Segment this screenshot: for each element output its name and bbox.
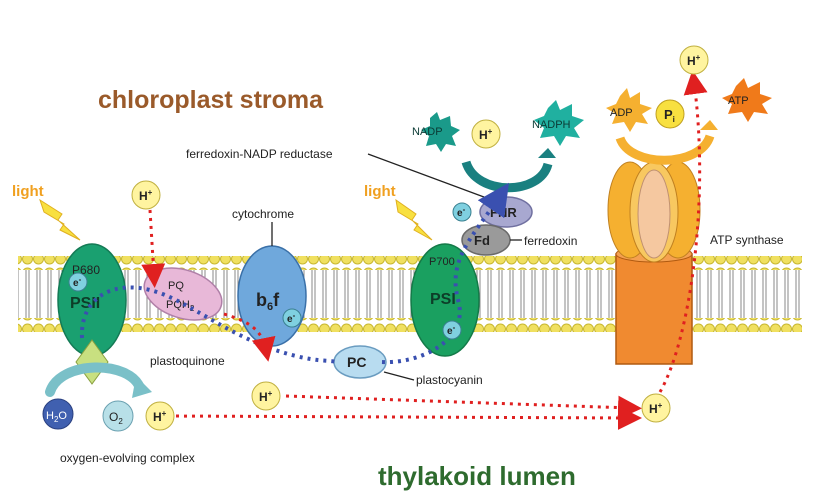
nadph-star xyxy=(534,100,584,146)
psi-center-label: P700 xyxy=(429,256,455,268)
atp-star xyxy=(722,78,772,122)
atp-reaction: ADP Pi ATP xyxy=(606,78,772,165)
svg-text:H+: H+ xyxy=(687,53,701,68)
electron-path xyxy=(79,196,500,365)
ferredoxin-label: ferredoxin xyxy=(524,234,577,248)
electron-psi: e- xyxy=(442,320,462,340)
plastocyanin: PC plastocyanin xyxy=(333,345,483,387)
pc-label: PC xyxy=(347,354,366,370)
psi-complex: P700 PSI xyxy=(410,243,480,357)
oec-label: oxygen-evolving complex xyxy=(60,451,195,465)
nadp-reaction: NADP NADPH xyxy=(412,100,584,193)
cytochrome-label: cytochrome xyxy=(232,207,294,221)
plastocyanin-label: plastocyanin xyxy=(416,373,483,387)
light-label-left: light xyxy=(12,183,44,200)
h-ion-stroma-2: H+ xyxy=(471,119,501,149)
light-right: light xyxy=(364,183,433,241)
h2o-molecule: H2O xyxy=(42,398,74,430)
lightning-icon xyxy=(39,198,81,241)
electron-fnr: e- xyxy=(452,202,472,222)
svg-text:e-: e- xyxy=(287,311,296,325)
svg-text:e-: e- xyxy=(73,275,82,289)
svg-text:H+: H+ xyxy=(649,401,663,416)
electron-psii: e- xyxy=(68,272,88,292)
lumen-label: thylakoid lumen xyxy=(378,461,576,491)
stroma-label: chloroplast stroma xyxy=(98,86,324,114)
lightning-icon xyxy=(395,198,433,241)
nadp-star xyxy=(421,112,460,152)
atp-label: ATP xyxy=(728,95,749,107)
h-ion-stroma-1: H+ xyxy=(131,180,161,210)
proton-paths xyxy=(141,70,708,430)
plastoquinone-label: plastoquinone xyxy=(150,354,225,368)
nadph-label: NADPH xyxy=(532,119,571,131)
b6f-label: b6f xyxy=(256,290,280,313)
svg-text:H2O: H2O xyxy=(46,410,67,424)
fd-label: Fd xyxy=(474,233,490,248)
svg-text:H+: H+ xyxy=(153,409,167,424)
svg-text:O2: O2 xyxy=(109,410,123,426)
h-ion-lumen-3: H+ xyxy=(641,393,671,423)
psii-label: PSII xyxy=(70,295,100,312)
pi-label: Pi xyxy=(664,107,675,124)
ferredoxin: Fd ferredoxin xyxy=(461,224,577,256)
adp-star xyxy=(606,88,652,132)
adp-label: ADP xyxy=(610,107,633,119)
psii-complex: P680 PSII xyxy=(57,243,127,357)
o2-molecule: O2 xyxy=(102,400,134,432)
svg-text:e-: e- xyxy=(457,205,466,219)
atp-synthase-label: ATP synthase xyxy=(710,233,784,247)
oec-complex: oxygen-evolving complex xyxy=(45,339,195,465)
fnr-label: ferredoxin-NADP reductase xyxy=(186,147,333,161)
psi-label: PSI xyxy=(430,291,456,308)
svg-text:H+: H+ xyxy=(479,127,493,142)
pq-label: PQ xyxy=(168,280,184,292)
svg-text:H+: H+ xyxy=(139,188,153,203)
svg-text:e-: e- xyxy=(447,323,456,337)
h-ion-lumen-2: H+ xyxy=(145,401,175,431)
electron-b6f: e- xyxy=(282,308,302,328)
h-ion-lumen-1: H+ xyxy=(251,381,281,411)
h-ion-stroma-3: H+ xyxy=(679,45,709,75)
svg-text:H+: H+ xyxy=(259,389,273,404)
nadp-label: NADP xyxy=(412,126,443,138)
light-label-right: light xyxy=(364,183,396,200)
light-left: light xyxy=(12,183,81,241)
atp-synthase: ATP synthase xyxy=(607,161,784,365)
